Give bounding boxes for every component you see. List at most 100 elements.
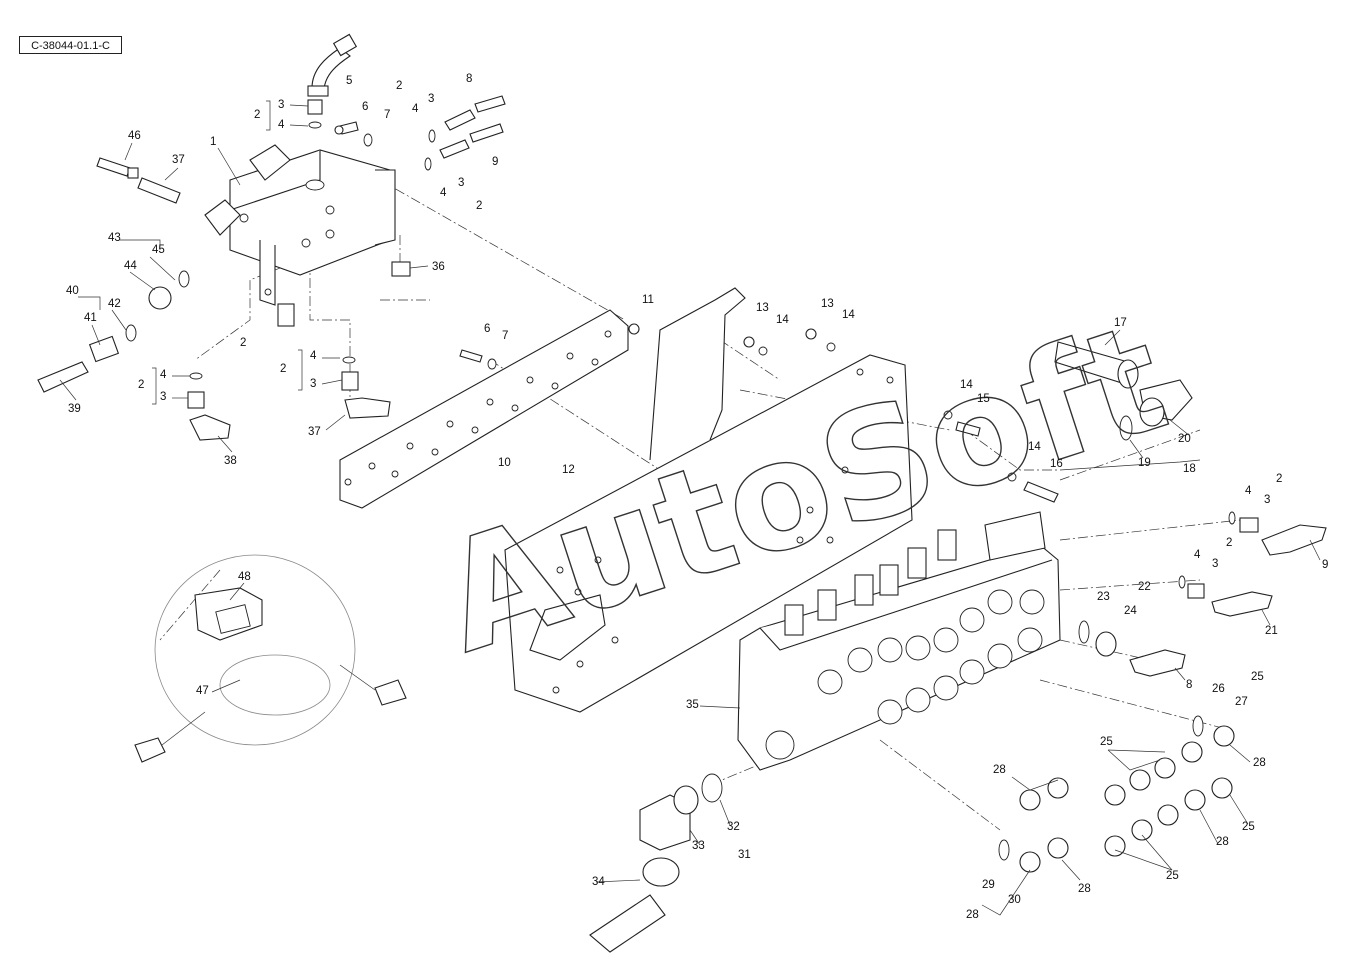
callout-2: 2 [1226,537,1232,549]
callout-45: 45 [152,244,165,256]
callout-6: 6 [484,323,490,335]
plug-36 [391,261,411,277]
bolt-16 [1007,472,1059,503]
harness-47 [134,554,407,763]
callout-4: 4 [160,369,167,381]
callout-12: 12 [562,464,575,476]
callout-18: 18 [1183,463,1196,475]
callout-15: 15 [977,393,990,405]
callout-14: 14 [960,379,973,391]
callout-14: 14 [842,309,855,321]
callout-4: 4 [440,187,447,199]
callout-2: 2 [240,337,246,349]
callout-33: 33 [692,840,705,852]
callout-labels: 5 2 3 4 6 7 2 3 4 8 9 3 4 2 46 1 37 43 4… [66,73,1328,921]
callout-5: 5 [346,75,352,87]
callout-37: 37 [308,426,321,438]
hose-17 [1054,341,1139,389]
drawing-code-label: C-38044-01.1-C [19,36,122,54]
hose-9-top [424,123,504,171]
callout-1: 1 [210,136,216,148]
callout-4: 4 [1245,485,1252,497]
elbow-20 [1119,379,1193,441]
hose-21 [1178,575,1273,617]
callout-27: 27 [1235,696,1248,708]
nut-11 [628,323,640,335]
callout-25: 25 [1100,736,1113,748]
fitting-3-top [307,99,323,129]
callout-14: 14 [776,314,789,326]
callout-13: 13 [756,302,769,314]
callout-10: 10 [498,457,511,469]
callout-46: 46 [128,130,141,142]
callout-39: 39 [68,403,81,415]
hose-8-top [428,95,506,143]
fitting-2-mid [277,303,295,327]
callout-26: 26 [1212,683,1225,695]
callout-28: 28 [1216,836,1229,848]
leader-lines [59,100,1321,916]
callout-30: 30 [1008,894,1021,906]
bolt-15 [943,410,981,437]
callout-25: 25 [1166,870,1179,882]
callout-47: 47 [196,685,209,697]
callout-2: 2 [280,363,286,375]
callout-28: 28 [993,764,1006,776]
callout-28: 28 [966,909,979,921]
callout-25: 25 [1242,821,1255,833]
hose-37-left [137,177,181,204]
callout-8: 8 [1186,679,1192,691]
callout-43: 43 [108,232,121,244]
callout-9: 9 [1322,559,1328,571]
plug-group-right [1104,715,1235,857]
callout-48: 48 [238,571,251,583]
callout-38: 38 [224,455,237,467]
callout-35: 35 [686,699,699,711]
bolt-6-center [459,349,497,370]
callout-4: 4 [1194,549,1201,561]
callout-17: 17 [1114,317,1127,329]
callout-2: 2 [1276,473,1282,485]
nut-13-b [805,328,836,352]
callout-8: 8 [466,73,472,85]
callout-6: 6 [362,101,368,113]
callout-9: 9 [492,156,498,168]
callout-37: 37 [172,154,185,166]
hose-39 [37,324,137,393]
callout-4: 4 [310,350,317,362]
hose-34 [589,857,680,953]
pump-assembly [204,144,396,306]
callout-23: 23 [1097,591,1110,603]
callout-7: 7 [502,330,508,342]
callout-3: 3 [428,93,434,105]
callout-3: 3 [160,391,166,403]
callout-3: 3 [458,177,464,189]
callout-4: 4 [412,103,419,115]
callout-13: 13 [821,298,834,310]
callout-22: 22 [1138,581,1151,593]
elbow-33 [639,773,723,851]
nut-13-a [743,336,768,356]
callout-14: 14 [1028,441,1041,453]
callout-3: 3 [1212,558,1218,570]
callout-4: 4 [278,119,285,131]
callout-20: 20 [1178,433,1191,445]
callout-42: 42 [108,298,121,310]
hose-46 [96,157,139,179]
hose-5 [307,33,358,97]
callout-29: 29 [982,879,995,891]
callout-28: 28 [1078,883,1091,895]
bolt-6-top [334,121,373,147]
plate-10 [339,309,629,509]
callout-2: 2 [138,379,144,391]
callout-32: 32 [727,821,740,833]
frame-bracket-12 [504,287,913,713]
callout-19: 19 [1138,457,1151,469]
elbow-37-center [341,356,391,419]
plug-44 [148,270,190,310]
callout-41: 41 [84,312,97,324]
callout-3: 3 [278,99,284,111]
switch-48 [194,587,263,641]
callout-21: 21 [1265,625,1278,637]
